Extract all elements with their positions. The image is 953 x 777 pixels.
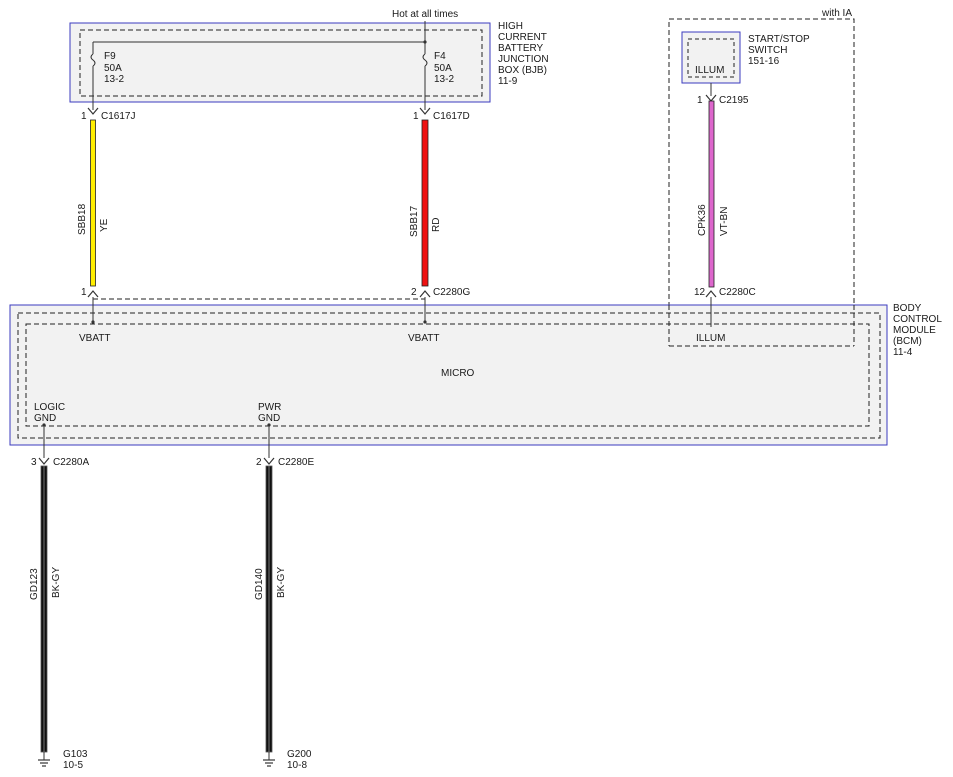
bjb-module-box xyxy=(69,22,491,103)
svg-text:CURRENT: CURRENT xyxy=(498,32,547,43)
svg-text:BATTERY: BATTERY xyxy=(498,43,544,54)
svg-text:C2280E: C2280E xyxy=(278,457,314,468)
bcm-micro-label: MICRO xyxy=(441,368,475,379)
bcm-pin-pwr-gnd: PWR GND xyxy=(258,402,281,424)
svg-text:C1617J: C1617J xyxy=(101,111,135,122)
connector-c2280-pin1: 1 xyxy=(81,287,99,298)
wire-sbb18: SBB18 YE xyxy=(77,119,110,287)
svg-text:MODULE: MODULE xyxy=(893,325,936,336)
svg-text:11-9: 11-9 xyxy=(498,76,518,87)
connector-chevron-icon xyxy=(705,290,717,298)
svg-text:VT-BN: VT-BN xyxy=(719,207,730,236)
svg-text:GND: GND xyxy=(34,413,56,424)
bcm-pin-logic-gnd: LOGIC GND xyxy=(34,402,65,424)
svg-text:1: 1 xyxy=(697,95,703,106)
svg-text:START/STOP: START/STOP xyxy=(748,34,810,45)
connector-chevron-icon xyxy=(87,290,99,298)
svg-text:JUNCTION: JUNCTION xyxy=(498,54,549,65)
bcm-pin-vbatt-1: VBATT xyxy=(79,333,110,344)
svg-text:LOGIC: LOGIC xyxy=(34,402,65,413)
svg-text:GD123: GD123 xyxy=(29,568,40,600)
option-label: with IA xyxy=(821,8,852,19)
ground-g200: G200 10-8 xyxy=(263,749,312,771)
svg-text:(BCM): (BCM) xyxy=(893,336,922,347)
bjb-inner-dashed xyxy=(79,29,483,97)
svg-text:PWR: PWR xyxy=(258,402,281,413)
svg-text:GND: GND xyxy=(258,413,280,424)
bcm-title: BODY CONTROL MODULE (BCM) 11-4 xyxy=(893,303,942,358)
svg-text:SBB18: SBB18 xyxy=(77,203,88,235)
svg-text:12: 12 xyxy=(694,287,706,298)
svg-text:YE: YE xyxy=(99,218,110,232)
svg-text:C1617D: C1617D xyxy=(433,111,470,122)
svg-text:CPK36: CPK36 xyxy=(697,204,708,236)
connector-c2280g: 2 C2280G xyxy=(411,287,470,298)
svg-text:1: 1 xyxy=(413,111,419,122)
svg-text:SBB17: SBB17 xyxy=(409,205,420,237)
connector-chevron-icon xyxy=(419,290,431,298)
svg-text:HIGH: HIGH xyxy=(498,21,523,32)
svg-text:10-5: 10-5 xyxy=(63,760,83,771)
connector-chevron-icon xyxy=(419,107,431,115)
svg-text:GD140: GD140 xyxy=(254,568,265,600)
connector-c2280a: 3 C2280A xyxy=(31,457,89,468)
fuse-f9: F9 50A 13-2 xyxy=(90,42,124,110)
svg-text:13-2: 13-2 xyxy=(104,74,124,85)
connector-c2280c: 12 C2280C xyxy=(694,287,756,298)
bcm-pin-illum: ILLUM xyxy=(696,333,725,344)
svg-text:BOX (BJB): BOX (BJB) xyxy=(498,65,547,76)
wire-sbb17: SBB17 RD xyxy=(409,119,442,287)
svg-text:G103: G103 xyxy=(63,749,88,760)
svg-text:BODY: BODY xyxy=(893,303,922,314)
svg-text:1: 1 xyxy=(81,287,87,298)
bcm-module-box xyxy=(9,304,888,446)
fuse-f4-icon xyxy=(422,53,428,67)
svg-text:C2280C: C2280C xyxy=(719,287,756,298)
ground-icon xyxy=(38,752,50,767)
connector-chevron-icon xyxy=(38,457,50,465)
svg-text:C2280G: C2280G xyxy=(433,287,470,298)
connector-c2280e: 2 C2280E xyxy=(256,457,314,468)
svg-text:3: 3 xyxy=(31,457,37,468)
connector-c1617j: 1 C1617J xyxy=(81,107,135,122)
svg-text:SWITCH: SWITCH xyxy=(748,45,787,56)
svg-text:BK-GY: BK-GY xyxy=(276,567,287,598)
svg-text:C2280A: C2280A xyxy=(53,457,89,468)
hot-at-all-times-label: Hot at all times xyxy=(392,9,458,20)
wire-gd140: GD140 BK-GY xyxy=(254,465,287,753)
svg-text:G200: G200 xyxy=(287,749,312,760)
svg-text:2: 2 xyxy=(256,457,262,468)
svg-text:RD: RD xyxy=(431,218,442,232)
svg-text:50A: 50A xyxy=(434,63,452,74)
fuse-f4: F4 50A 13-2 xyxy=(422,42,454,110)
svg-text:F4: F4 xyxy=(434,51,446,62)
connector-chevron-icon xyxy=(87,107,99,115)
connector-c2195: 1 C2195 xyxy=(697,94,749,106)
bjb-title: HIGH CURRENT BATTERY JUNCTION BOX (BJB) … xyxy=(498,21,549,87)
wire-cpk36: CPK36 VT-BN xyxy=(697,100,730,288)
wire-gd123: GD123 BK-GY xyxy=(29,465,62,753)
switch-title: START/STOP SWITCH 151-16 xyxy=(748,34,810,67)
svg-text:F9: F9 xyxy=(104,51,116,62)
ground-icon xyxy=(263,752,275,767)
svg-text:13-2: 13-2 xyxy=(434,74,454,85)
switch-illum-label: ILLUM xyxy=(695,65,724,76)
bcm-pin-vbatt-2: VBATT xyxy=(408,333,439,344)
svg-text:1: 1 xyxy=(81,111,87,122)
ground-g103: G103 10-5 xyxy=(38,749,88,771)
connector-chevron-icon xyxy=(263,457,275,465)
svg-text:10-8: 10-8 xyxy=(287,760,307,771)
connector-c1617d: 1 C1617D xyxy=(413,107,470,122)
svg-text:CONTROL: CONTROL xyxy=(893,314,942,325)
svg-text:C2195: C2195 xyxy=(719,95,749,106)
svg-text:BK-GY: BK-GY xyxy=(51,567,62,598)
svg-text:50A: 50A xyxy=(104,63,122,74)
svg-text:11-4: 11-4 xyxy=(893,347,913,358)
svg-text:2: 2 xyxy=(411,287,417,298)
fuse-f9-icon xyxy=(90,53,96,67)
svg-text:151-16: 151-16 xyxy=(748,56,780,67)
